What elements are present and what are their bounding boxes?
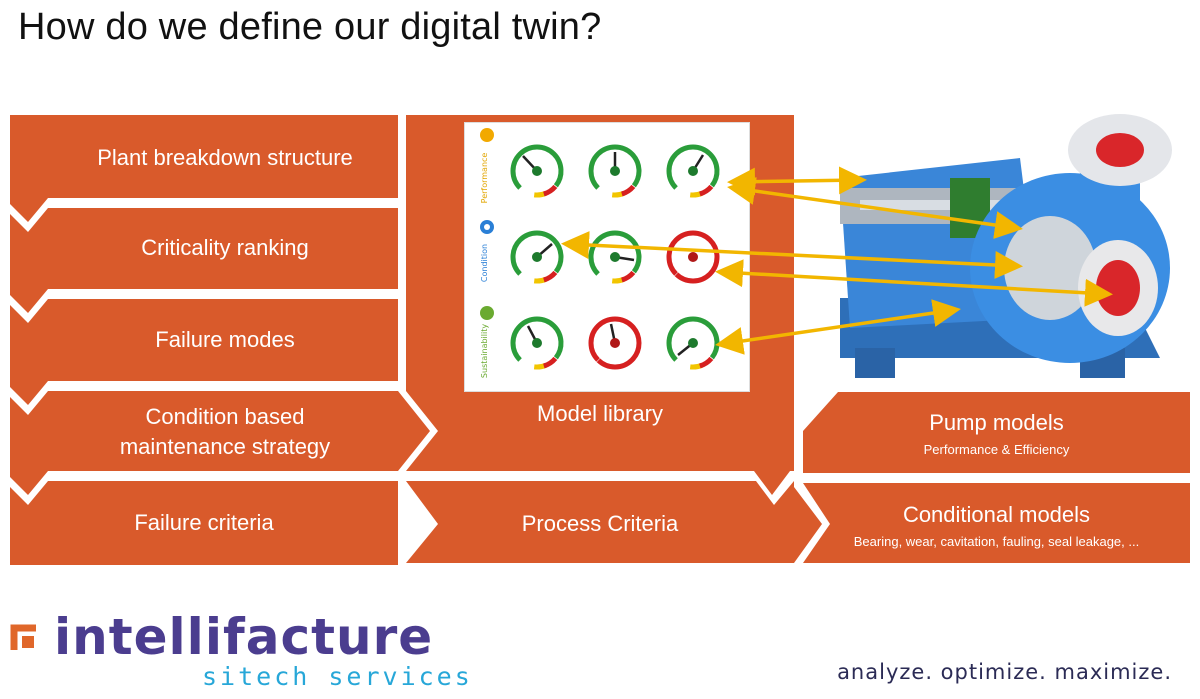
row-label-performance: Performance [480, 153, 489, 204]
logo-bracket-icon [10, 624, 36, 650]
gauge [588, 316, 642, 370]
slide-title: How do we define our digital twin? [18, 6, 602, 48]
pump-graphic [840, 114, 1172, 378]
label-pump-models: Pump models [929, 409, 1064, 435]
label-criticality: Criticality ranking [141, 235, 309, 261]
box-conditional-models [803, 483, 1190, 563]
condition-icon-inner [484, 224, 490, 230]
logo-main-text: intellifacture [54, 608, 434, 666]
gauge [510, 230, 564, 284]
gauge [666, 230, 720, 284]
box-failure-criteria [10, 481, 398, 565]
gauge [588, 230, 642, 284]
gauge [666, 144, 720, 198]
label-conditional-models: Conditional models [902, 501, 1091, 527]
logo-sub-text: sitech services [202, 662, 473, 691]
label-failure-modes: Failure modes [155, 327, 295, 353]
pump-foot [855, 348, 895, 378]
box-pump-models [803, 392, 1190, 473]
performance-icon [480, 128, 494, 142]
gauge [510, 144, 564, 198]
box-criticality [10, 208, 398, 313]
label-plant-breakdown: Plant breakdown structure [97, 145, 353, 171]
logo-square-icon [22, 636, 34, 648]
box-cbm-strategy [10, 391, 430, 495]
box-plant-breakdown [10, 115, 398, 222]
tagline: analyze. optimize. maximize. [837, 660, 1172, 684]
pump-inlet-throat [1096, 260, 1140, 316]
pump-outlet [1096, 133, 1144, 167]
label-pump-models-sub: Performance & Efficiency [923, 441, 1070, 457]
pump-illustration [800, 108, 1200, 400]
row-label-sustainability: Sustainability [480, 324, 489, 378]
company-logo: intellifacture sitech services [14, 608, 474, 694]
box-failure-modes [10, 299, 398, 405]
label-model-library: Model library [537, 401, 663, 427]
label-process-criteria: Process Criteria [521, 511, 679, 537]
box-process-criteria [406, 481, 822, 563]
gauge [666, 316, 720, 370]
label-cbm-strategy: Condition based maintenance strategy [119, 404, 331, 459]
label-failure-criteria: Failure criteria [134, 510, 274, 536]
gauge-dashboard: Performance Condition Sustainability [464, 122, 750, 392]
gauge-dashboard-graphic: Performance Condition Sustainability [480, 128, 720, 378]
label-pump-models-block: Pump models Performance & Efficiency [803, 402, 1190, 464]
row-label-condition: Condition [480, 244, 489, 282]
gauge [510, 316, 564, 370]
label-conditional-models-block: Conditional models Bearing, wear, cavita… [803, 494, 1190, 556]
sustainability-icon [480, 306, 494, 320]
label-conditional-models-sub: Bearing, wear, cavitation, fauling, seal… [853, 533, 1140, 549]
gauge [588, 144, 642, 198]
